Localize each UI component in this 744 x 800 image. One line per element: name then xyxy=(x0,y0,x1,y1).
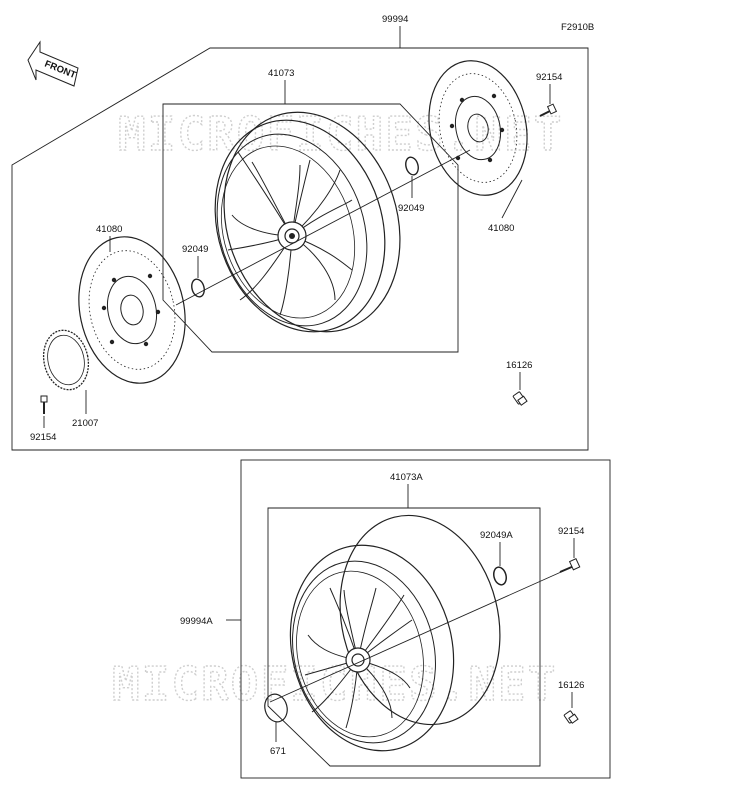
rear-bolt-drawing xyxy=(559,558,581,573)
front-wheel-drawing xyxy=(214,111,401,333)
front-bolt-right-drawing xyxy=(539,103,558,117)
label-front-disc-left: 41080 xyxy=(96,224,122,235)
rear-wheel-frame xyxy=(267,507,541,767)
label-front-valve: 16126 xyxy=(506,360,532,371)
label-front-collar-left: 92049 xyxy=(182,244,208,255)
rear-valve-drawing xyxy=(563,710,579,724)
label-sensor-rotor: 21007 xyxy=(72,418,98,429)
front-collar-right-drawing xyxy=(405,156,419,176)
front-disc-left-drawing xyxy=(78,236,186,384)
label-front-disc-right: 41080 xyxy=(488,223,514,234)
rear-collar-drawing xyxy=(493,566,507,586)
label-front-wheel: 41073 xyxy=(268,68,294,79)
rear-oring-drawing xyxy=(264,693,288,723)
label-rear-collar: 92049A xyxy=(480,530,513,541)
label-rear-wheel-assy: 99994A xyxy=(180,616,213,627)
rear-assy-frame xyxy=(240,459,611,779)
front-arrow-icon: FRONT xyxy=(27,40,79,87)
front-assy-frame xyxy=(11,47,589,451)
front-collar-left-drawing xyxy=(191,278,205,298)
front-disc-right-drawing xyxy=(428,60,528,196)
sensor-rotor-drawing xyxy=(42,329,90,391)
label-front-wheel-assy: 99994 xyxy=(382,14,408,25)
front-wheel-frame xyxy=(162,103,459,353)
label-rear-wheel: 41073A xyxy=(390,472,423,483)
watermark-bottom: MICROFICHES.NET xyxy=(112,657,557,711)
front-bolt-left-drawing xyxy=(40,395,48,414)
label-front-bolt-right: 92154 xyxy=(536,72,562,83)
label-rear-valve: 16126 xyxy=(558,680,584,691)
rear-wheel-assembly-group: 99994A 41073A 92049A xyxy=(180,459,611,779)
front-wheel-assembly-group: 99994 41073 xyxy=(11,14,589,451)
label-rear-oring: 671 xyxy=(270,746,286,757)
figure-code: F2910B xyxy=(561,22,594,33)
front-valve-drawing xyxy=(512,391,528,406)
label-front-collar-right: 92049 xyxy=(398,203,424,214)
rear-wheel-drawing xyxy=(289,514,501,752)
label-rear-bolt: 92154 xyxy=(558,526,584,537)
label-front-bolt-left: 92154 xyxy=(30,432,56,443)
